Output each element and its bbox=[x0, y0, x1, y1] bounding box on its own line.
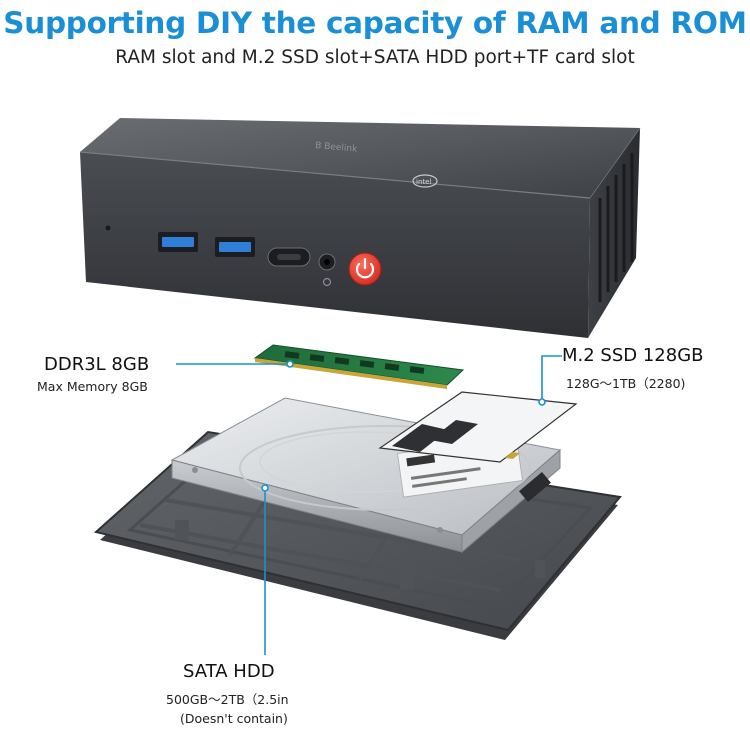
headline: Supporting DIY the capacity of RAM and R… bbox=[3, 6, 747, 40]
ram-callout-title: DDR3L 8GB bbox=[44, 354, 150, 375]
usb3-port-icon bbox=[215, 237, 255, 257]
intel-badge-icon: intel bbox=[412, 174, 438, 188]
side-vents bbox=[598, 153, 634, 302]
ram-callout-detail: Max Memory 8GB bbox=[37, 379, 148, 394]
audio-jack-icon bbox=[318, 253, 336, 287]
ssd-callout-line bbox=[541, 355, 562, 402]
ram-module bbox=[253, 344, 465, 389]
hdd-callout-note: (Doesn't contain) bbox=[180, 711, 288, 726]
svg-text:intel: intel bbox=[416, 178, 431, 186]
subheadline: RAM slot and M.2 SSD slot+SATA HDD port+… bbox=[115, 47, 635, 68]
brand-logo: B Beelink bbox=[315, 141, 359, 155]
pc-top-surface bbox=[80, 118, 640, 198]
usb3-port-icon bbox=[158, 232, 198, 252]
ssd-callout-detail: 128G～1TB（2280) bbox=[566, 376, 686, 391]
usb-c-port-icon bbox=[267, 247, 311, 267]
pc-front-face bbox=[80, 152, 590, 338]
m2-ssd bbox=[378, 391, 578, 463]
power-button-icon bbox=[348, 252, 382, 286]
mini-pc: B Beelink intel bbox=[79, 118, 641, 338]
ssd-callout-title: M.2 SSD 128GB bbox=[562, 345, 704, 366]
led-indicator bbox=[105, 225, 111, 231]
hdd-callout-detail: 500GB～2TB（2.5in bbox=[166, 692, 289, 707]
callout-lines bbox=[176, 355, 562, 655]
hdd-callout-title: SATA HDD bbox=[183, 661, 275, 682]
